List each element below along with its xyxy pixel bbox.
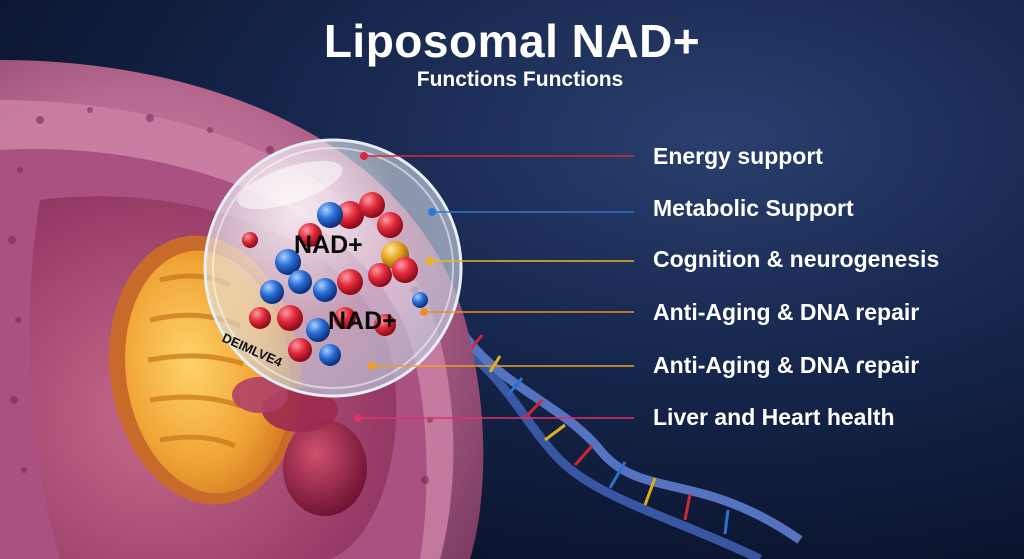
connector-dot-liver-heart [354,414,362,422]
nad-molecules [242,192,428,366]
nad-label-bottom: NAD+ [328,307,397,335]
function-label-liver-heart: Liver and Heart health [653,404,895,430]
connector-dot-antiaging-2 [368,362,376,370]
function-label-antiaging-2: Anti-Aging & DNA ɾepair [653,352,920,378]
connector-dot-metabolic [428,208,436,216]
function-label-antiaging-1: Anti-Aging & DNA repair [653,299,920,325]
page-subtitle: Functions Functions [416,68,624,91]
nad-label-top: NAD+ [294,231,363,259]
connector-dot-antiaging-1 [420,308,428,316]
connector-lines [354,152,634,422]
liposome [203,138,463,398]
dna-helix [428,308,803,559]
function-label-metabolic: Metabolic Support [653,195,854,221]
connector-dot-cognition [426,257,434,265]
page-title: Liposomal NAD+ [323,15,701,67]
connector-dot-energy [360,152,368,160]
function-label-energy: Energy support [653,143,823,169]
function-label-cognition: Cognition & neurogenesis [653,246,940,272]
organelles [232,377,367,516]
